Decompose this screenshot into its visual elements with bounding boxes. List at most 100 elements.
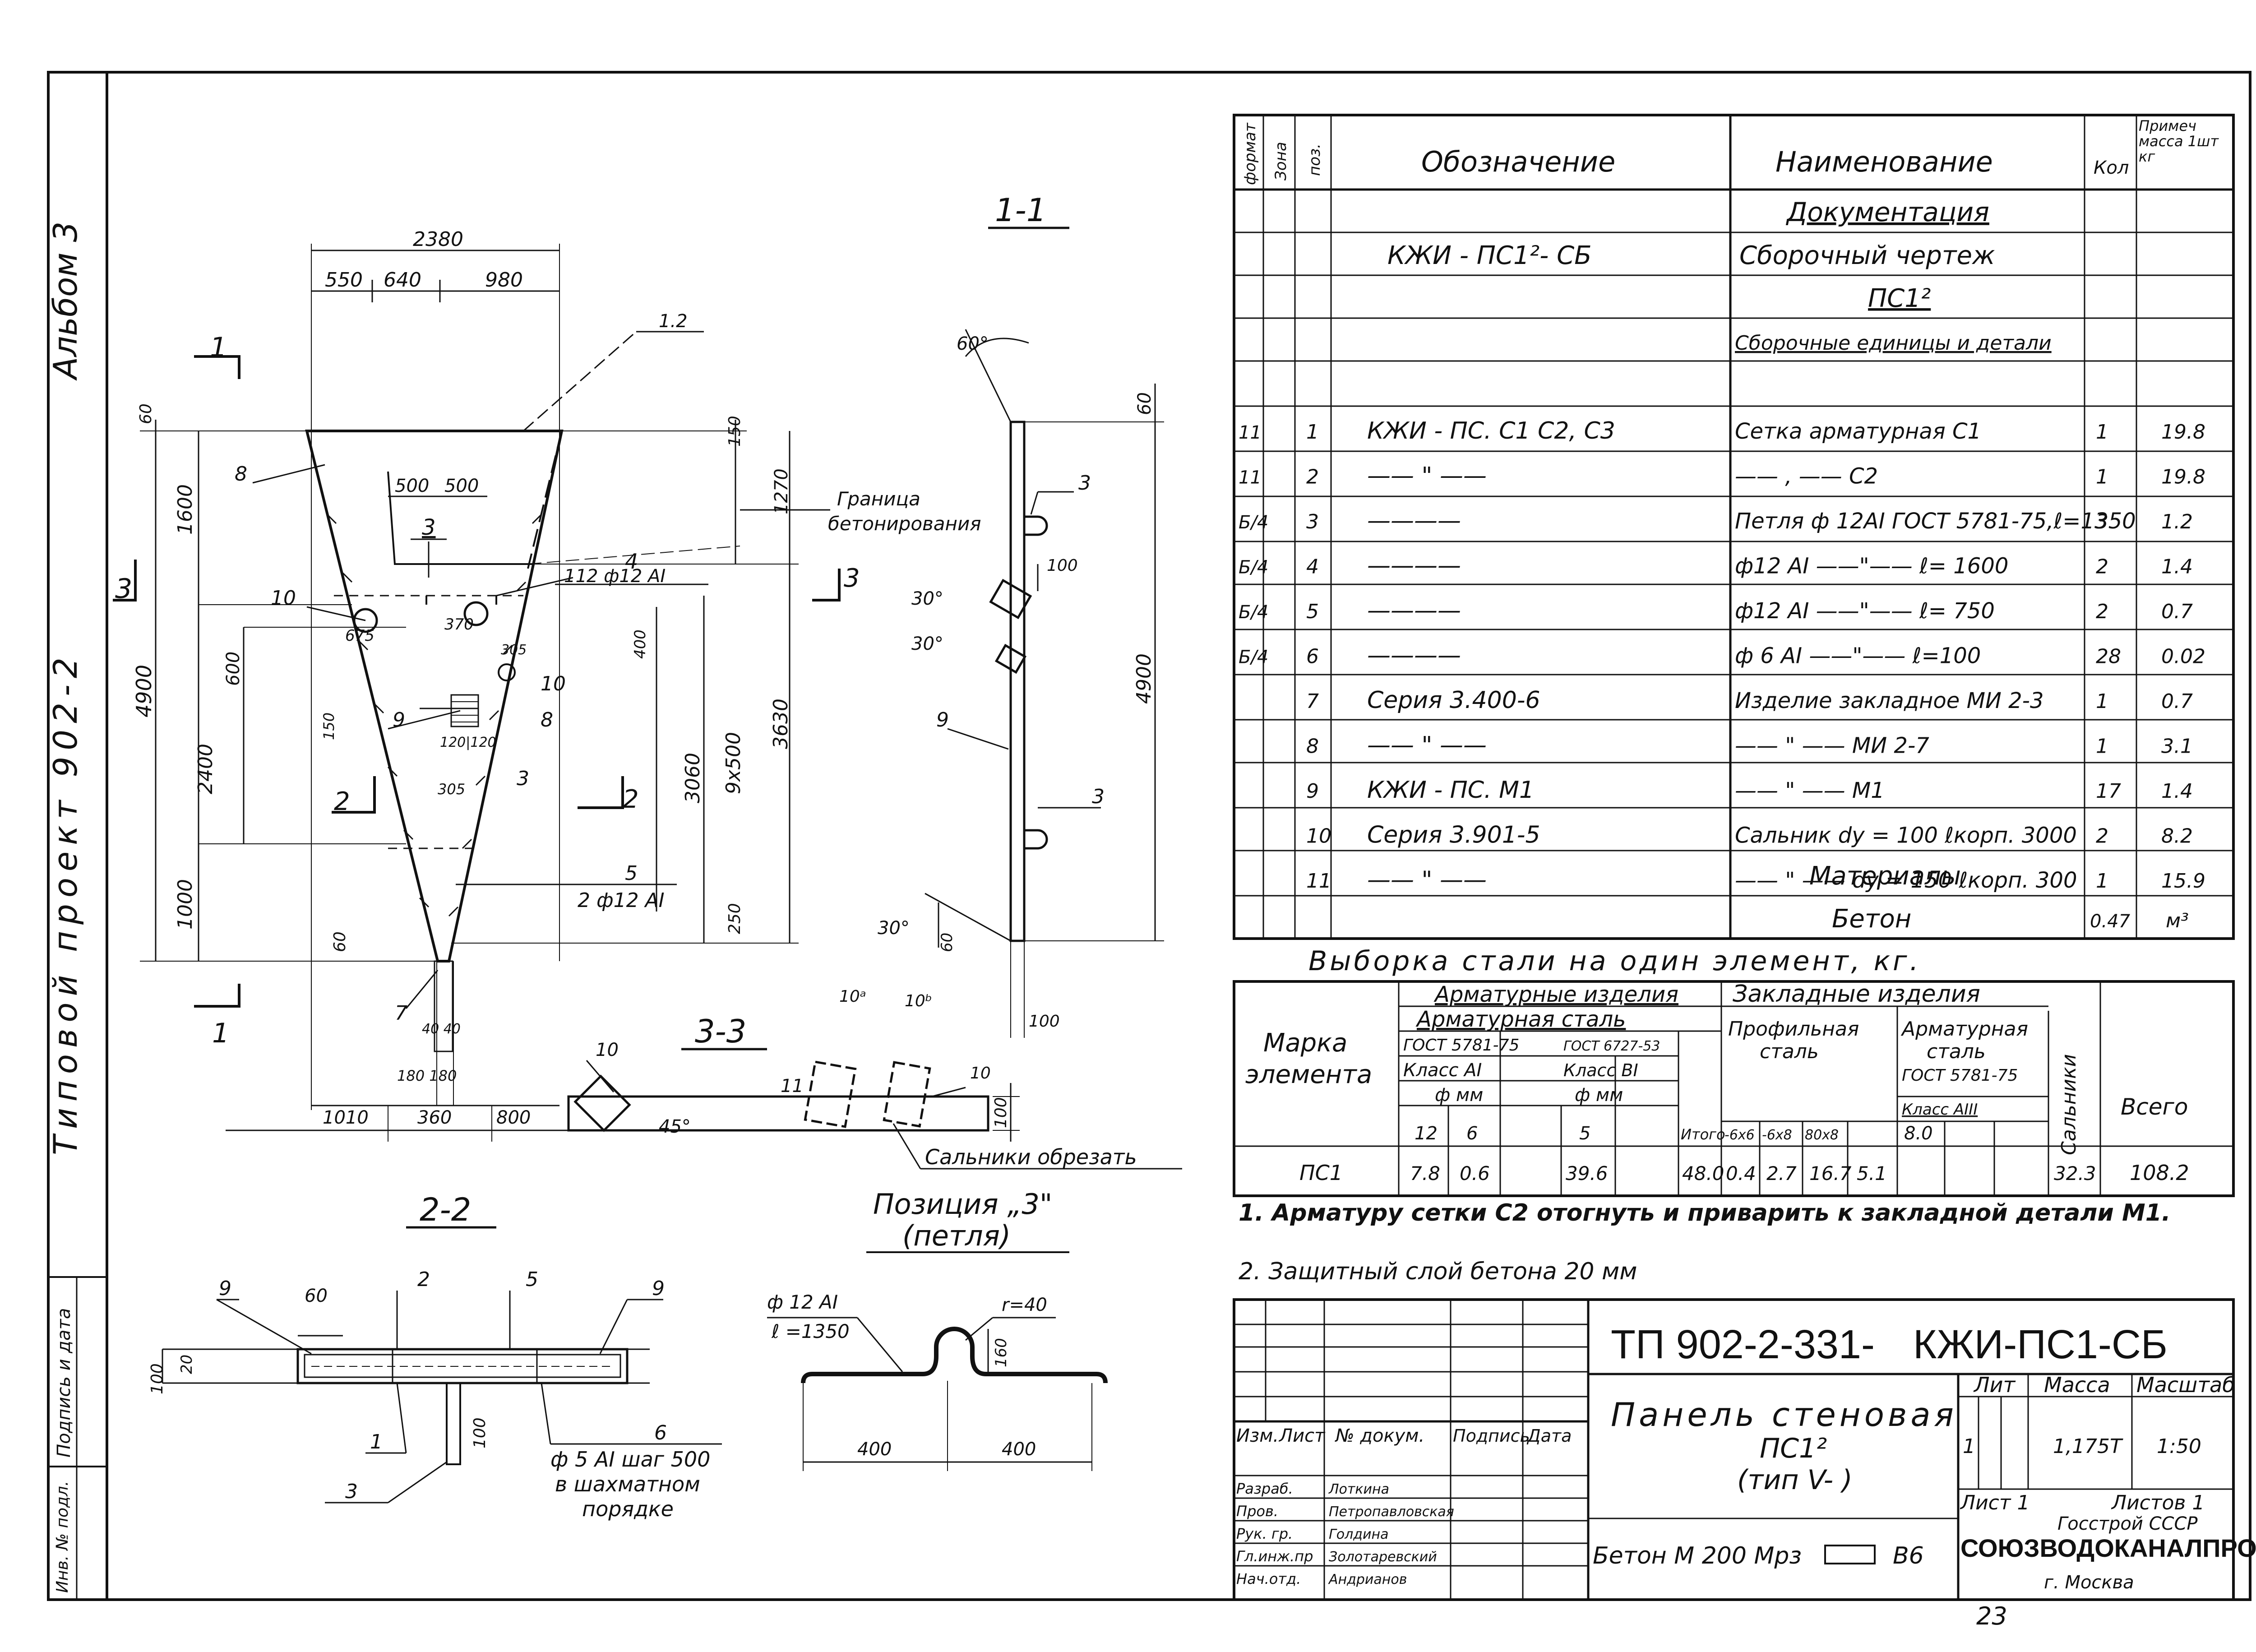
spec-row-11-name: —— " —— dy = 150 ℓкорп. 300 [1735, 868, 2077, 893]
spec-row-4-qty: 2 [2096, 555, 2108, 578]
spec-row-9-note: 1.4 [2161, 780, 2193, 803]
lbl-8b: 8 [541, 708, 553, 731]
stamp-material: Бетон М 200 Мрз [1593, 1542, 1802, 1569]
spec-row-6-pos: 6 [1306, 645, 1319, 668]
sec22-note2: в шахматном [555, 1472, 700, 1496]
stamp-title2: ПС1² [1760, 1433, 1827, 1464]
sec22-100: 100 [148, 1363, 166, 1394]
spec-row-9-qty: 17 [2096, 780, 2121, 803]
sec33-lbl11: 11 [781, 1076, 804, 1097]
sec11-lbl3a: 3 [1078, 472, 1091, 495]
lbl-5: 5 [625, 862, 638, 885]
steel-title: Выборка стали на один элемент, кг. [1308, 945, 1921, 977]
lbl-10: 10 [271, 587, 296, 610]
sec-mark-2b: 2 [623, 785, 639, 814]
stamp-title: Панель стеновая [1611, 1396, 1957, 1434]
dim-640: 640 [384, 268, 421, 292]
spec-row-4-pos: 4 [1306, 555, 1319, 578]
spec-row-7-designation: Серия 3.400-6 [1367, 687, 1540, 714]
steel-reinf2c: ГОСТ 5781-75 [1902, 1066, 2018, 1085]
stamp-name-3: Голдина [1329, 1527, 1388, 1542]
sec33-title: 3-3 [695, 1013, 746, 1050]
stamp-mass: Масса [2044, 1373, 2110, 1397]
spec-row-6-format: Б/4 [1239, 647, 1268, 668]
spec-row-1-pos: 1 [1306, 421, 1319, 444]
dim-305a: 305 [501, 642, 527, 658]
hdr-zone: Зона [1272, 142, 1290, 180]
spec-row-4-name: ф12 АI ——"—— ℓ= 1600 [1735, 554, 2008, 579]
sec-mark-2a: 2 [334, 787, 350, 816]
spec-row-5-note: 0.7 [2161, 600, 2193, 623]
hdr-pos: поз. [1306, 143, 1324, 176]
dim-550: 550 [325, 268, 363, 292]
col-sign: Подпись [1453, 1426, 1530, 1446]
stamp-title3: (тип V- ) [1737, 1464, 1853, 1496]
spec-row-2-designation: —— " —— [1367, 463, 1487, 490]
lbl-8a: 8 [235, 463, 247, 486]
spec-row-6-name: ф 6 АI ——"—— ℓ=100 [1735, 643, 1981, 669]
loop-bar [801, 1327, 1108, 1384]
spec-row-5-qty: 2 [2096, 600, 2108, 623]
asm-sub: ПС1² [1868, 284, 1931, 313]
hdr-designation: Обозначение [1421, 145, 1615, 178]
sec22-lbl6: 6 [654, 1421, 667, 1444]
steel-p4: 8.0 [1904, 1123, 1933, 1144]
dim-150: 150 [726, 416, 744, 447]
dim-4900: 4900 [132, 665, 156, 717]
dim-1000: 1000 [174, 879, 197, 930]
stamp-lit: Лит [1973, 1373, 2016, 1397]
spec-row-1-format: 11 [1239, 422, 1262, 443]
sec33-lbl10a: 10ᵃ [839, 987, 866, 1006]
spec-row-7-qty: 1 [2096, 690, 2108, 713]
stamp-sheets: Листов 1 [2111, 1491, 2205, 1514]
title-block: Изм. Лист № докум. Подпись Дата Разраб.Л… [1233, 1298, 2256, 1601]
stamp-name-2: Петропавловская [1329, 1504, 1454, 1520]
lbl-border: Граница [837, 488, 920, 510]
steel-class2: Класс ВI [1563, 1060, 1638, 1080]
spec-row-6-note: 0.02 [2161, 645, 2205, 668]
spec-row-6-qty: 28 [2096, 645, 2121, 668]
sec-materials: Материалы [1809, 861, 1961, 891]
hdr-name: Наименование [1775, 145, 1993, 178]
dim-180: 180 180 [397, 1067, 457, 1084]
sec11-60b: 60 [1134, 392, 1155, 415]
stamp-org1: Госстрой СССР [2057, 1513, 2198, 1534]
steel-row-all: 108.2 [2130, 1161, 2189, 1185]
sec-mark-3b: 3 [844, 564, 860, 593]
dim-800: 800 [496, 1107, 531, 1128]
sec11-lbl9: 9 [936, 708, 949, 731]
col-list: Лист [1278, 1425, 1326, 1446]
steel-reinf-steel: Арматурная сталь [1415, 1007, 1626, 1032]
sec22-body [296, 1348, 629, 1384]
section-2-2: 2-2 9 60 2 5 9 100 20 1 100 3 6 [148, 1191, 722, 1521]
spec-row-2-name: —— , —— С2 [1735, 464, 1878, 489]
spec-row-3-format: Б/4 [1239, 512, 1268, 533]
spec-row-1-qty: 1 [2096, 421, 2108, 444]
spec-row-8-designation: —— " —— [1367, 732, 1487, 759]
steel-profile2: сталь [1760, 1040, 1819, 1063]
steel-reinf2a: Арматурная [1900, 1018, 2028, 1041]
steel-row-mark: ПС1 [1299, 1161, 1343, 1185]
stamp-frost-box [1824, 1545, 1876, 1564]
spec-row-2-note: 19.8 [2161, 466, 2205, 489]
steel-reinf-products: Арматурные изделия [1433, 982, 1678, 1007]
steel-class3: Класс АIII [1902, 1101, 1978, 1119]
dim-3060: 3060 [681, 753, 704, 803]
spec-row-9-designation: КЖИ - ПС. М1 [1367, 777, 1534, 804]
pos3-400b: 400 [1002, 1439, 1036, 1460]
spec-row-10-designation: Серия 3.901-5 [1367, 822, 1540, 849]
sec33-body [567, 1095, 989, 1132]
spec-row-9-pos: 9 [1306, 780, 1319, 803]
spec-row-8-pos: 8 [1306, 735, 1319, 758]
lbl-border2: бетонирования [828, 513, 981, 535]
sec33-lbl10: 10 [596, 1040, 619, 1060]
steel-gland-hdr: Сальники [2057, 1054, 2080, 1155]
sec22-lbl9: 9 [219, 1277, 231, 1300]
spec-row-8-name: —— " —— МИ 2-7 [1735, 733, 1929, 759]
stamp-name-4: Золотаревский [1329, 1549, 1437, 1565]
concrete-note: м³ [2166, 909, 2189, 932]
pos3-sub: (петля) [902, 1219, 1011, 1252]
note-2: 2. Защитный слой бетона 20 мм [1239, 1258, 1637, 1285]
dim-980: 980 [485, 268, 523, 292]
